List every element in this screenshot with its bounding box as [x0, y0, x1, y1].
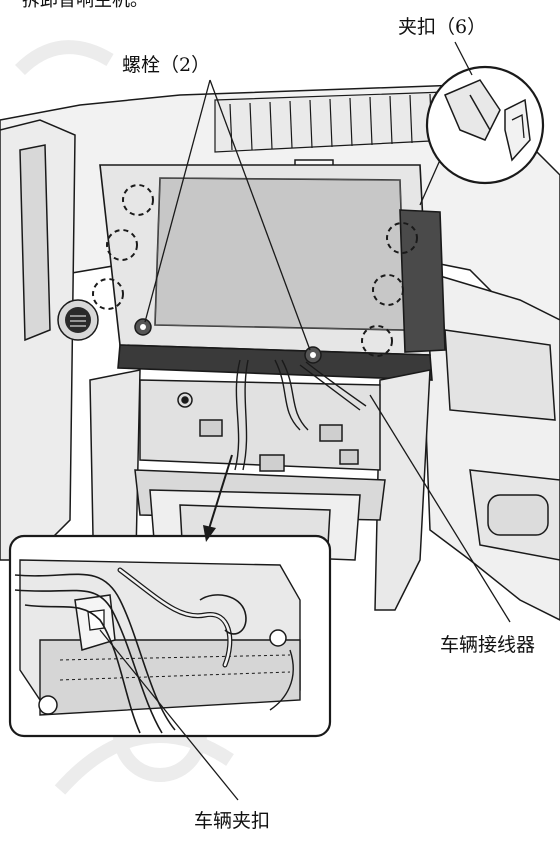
clips-label: 夹扣（6） [398, 16, 487, 38]
start-stop-button-icon [57, 299, 99, 341]
leader-lines [99, 41, 511, 801]
dashed-circle-icon [386, 222, 418, 254]
clip-detail-icon [419, 65, 545, 206]
screws [134, 318, 322, 364]
dashed-circle-icon [92, 278, 124, 310]
dashed-circle-icon [106, 229, 138, 261]
bolts-label: 螺栓（2） [122, 54, 211, 76]
wire-harness [234, 359, 367, 471]
audio-unit [99, 164, 446, 381]
connector-label: 车辆接线器 [440, 634, 536, 656]
clip-markers [92, 184, 418, 357]
detail-inset [8, 534, 332, 738]
dashed-circle-icon [361, 325, 393, 357]
instruction-partial: 拆卸音响主机。 [22, 0, 148, 11]
vehicle-clip-label: 车辆夹扣 [194, 810, 271, 832]
screw-icon [304, 346, 322, 364]
dashed-circle-icon [372, 274, 404, 306]
dashed-circle-icon [122, 184, 154, 216]
inset-pointer [203, 454, 233, 542]
screw-icon [134, 318, 152, 336]
center-console [89, 369, 431, 641]
